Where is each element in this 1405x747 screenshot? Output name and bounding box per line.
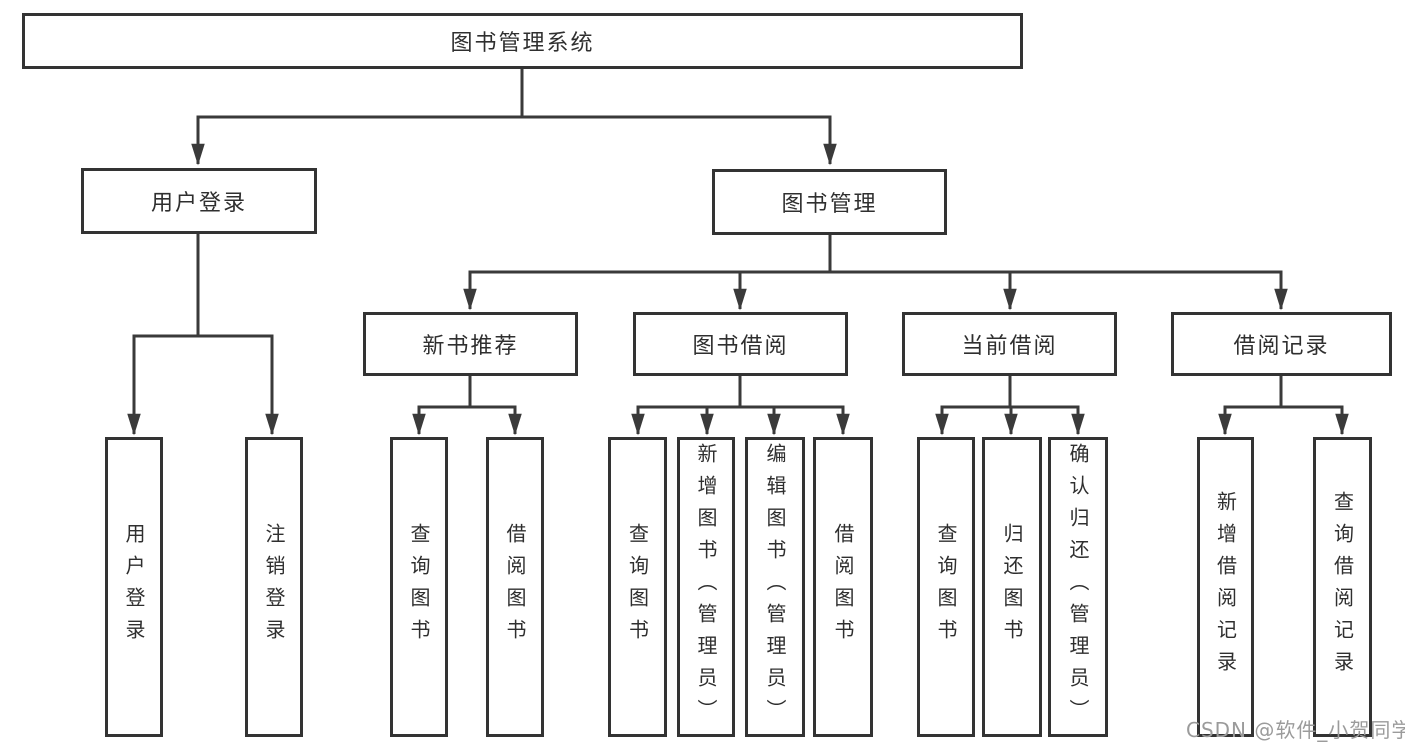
leaf-add-borrow-record: 新增借阅记录	[1197, 437, 1254, 737]
leaf-confirm-return-admin: 确认归还（管理员）	[1048, 437, 1108, 737]
node-new-book-recommend: 新书推荐	[363, 312, 578, 376]
csdn-watermark: CSDN @软件_小贺同学	[1186, 718, 1405, 742]
leaf-query-books-borrow: 查询图书	[608, 437, 667, 737]
leaf-borrow-books: 借阅图书	[813, 437, 873, 737]
node-book-management: 图书管理	[712, 169, 947, 235]
leaf-add-books-admin: 新增图书（管理员）	[677, 437, 735, 737]
leaf-return-books: 归还图书	[982, 437, 1042, 737]
leaf-edit-books-admin: 编辑图书（管理员）	[745, 437, 805, 737]
leaf-query-borrow-record: 查询借阅记录	[1313, 437, 1372, 737]
node-book-borrow: 图书借阅	[633, 312, 848, 376]
leaf-query-books-current: 查询图书	[917, 437, 975, 737]
leaf-logout-login: 注销登录	[245, 437, 303, 737]
leaf-query-books-recommend: 查询图书	[390, 437, 448, 737]
node-borrow-records: 借阅记录	[1171, 312, 1392, 376]
node-current-borrow: 当前借阅	[902, 312, 1117, 376]
leaf-user-login: 用户登录	[105, 437, 163, 737]
node-user-login: 用户登录	[81, 168, 317, 234]
node-root-library-system: 图书管理系统	[22, 13, 1023, 69]
leaf-borrow-books-recommend: 借阅图书	[486, 437, 544, 737]
